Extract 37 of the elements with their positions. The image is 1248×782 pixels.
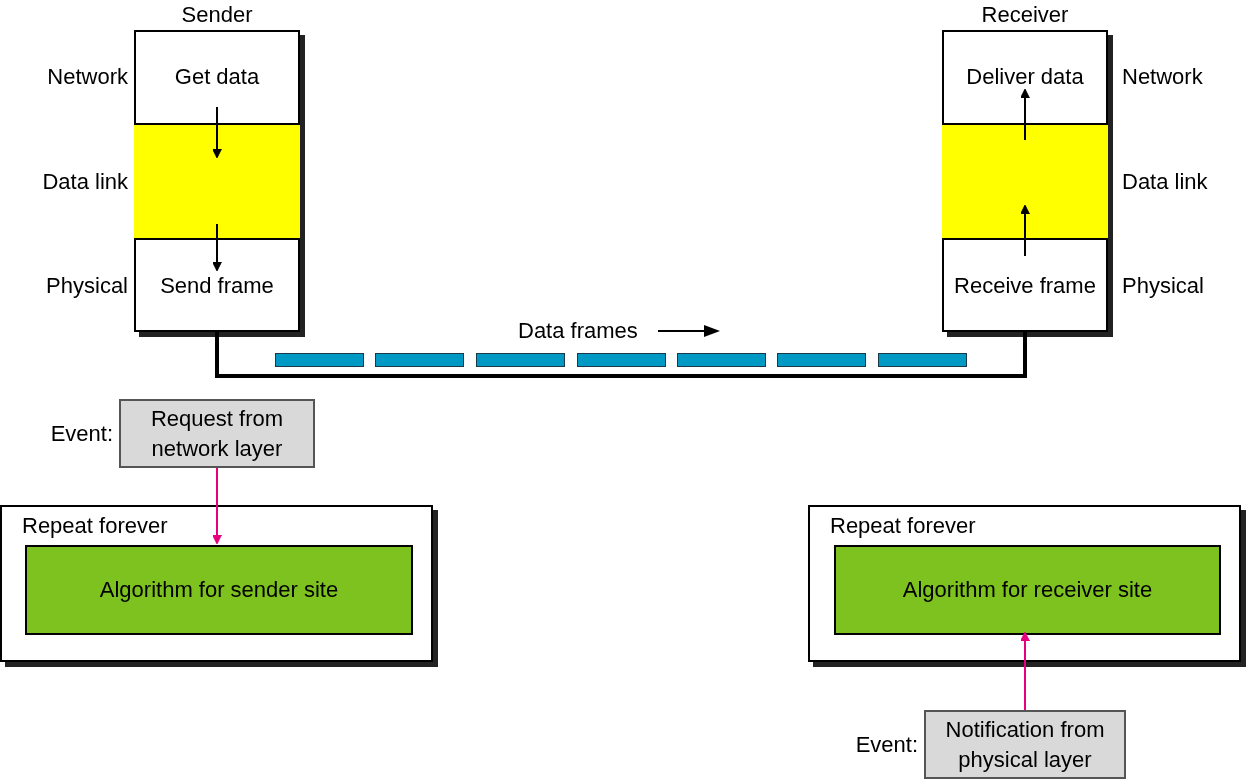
data-frame <box>677 353 766 367</box>
algorithm-label: Algorithm for receiver site <box>901 576 1154 604</box>
layer-action: Receive frame <box>953 272 1097 300</box>
layer-name: Data link <box>42 168 128 195</box>
algorithm-label: Algorithm for sender site <box>98 576 340 604</box>
event-text: Request from network layer <box>149 404 285 463</box>
data-frame <box>577 353 666 367</box>
data-frame <box>878 353 967 367</box>
layer-name: Network <box>47 63 128 90</box>
layer-name: Network <box>1122 63 1203 90</box>
layer-action: Get data <box>173 62 261 91</box>
link-line <box>215 332 1027 378</box>
arrow <box>1020 88 1030 141</box>
arrow <box>1020 204 1030 257</box>
layer-name: Physical <box>1122 273 1204 299</box>
layer-action: Deliver data <box>965 62 1085 91</box>
event-text: Notification from physical layer <box>944 715 1106 774</box>
algorithm-box <box>834 545 1221 635</box>
arrow <box>212 223 222 272</box>
layer-action: Send frame <box>159 272 275 300</box>
algorithm-box <box>25 545 413 635</box>
arrow <box>212 467 222 545</box>
data-frame <box>275 353 364 367</box>
data-frame <box>375 353 464 367</box>
flow-label: Data frames <box>518 317 638 345</box>
stack-heading: Receiver <box>980 1 1070 29</box>
loop-heading: Repeat forever <box>830 512 976 540</box>
layer-name: Data link <box>1122 168 1208 195</box>
loop-heading: Repeat forever <box>22 512 168 540</box>
stack-heading: Sender <box>180 1 254 29</box>
arrow <box>1020 631 1030 711</box>
event-label: Event: <box>855 731 918 758</box>
layer-name: Physical <box>46 273 128 299</box>
data-frame <box>777 353 866 367</box>
data-frame <box>476 353 565 367</box>
event-label: Event: <box>50 420 113 447</box>
arrow <box>212 106 222 159</box>
